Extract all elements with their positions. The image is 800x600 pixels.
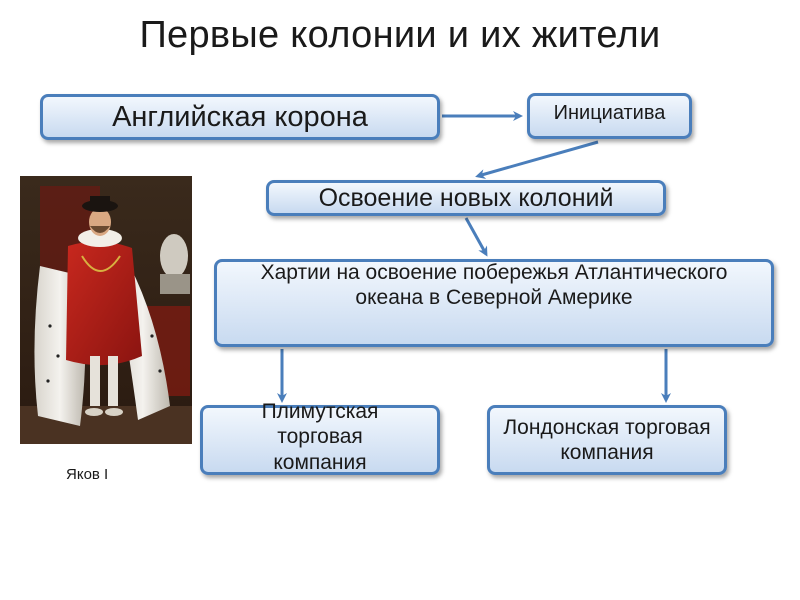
node-london-company: Лондонская торговая компания (487, 405, 727, 475)
portrait-image (20, 176, 192, 444)
node-colony-development-label: Освоение новых колоний (318, 184, 614, 212)
arrow-initiative-to-develop (475, 140, 599, 179)
node-plymouth-company: Плимутская торговая компания (200, 400, 440, 475)
node-london-company-label: Лондонская торговая компания (503, 415, 711, 464)
node-initiative-label: Инициатива (553, 101, 666, 124)
node-english-crown-label: Английская корона (112, 100, 368, 133)
node-charters-label: Хартии на освоение побережья Атлантическ… (260, 261, 728, 310)
node-plymouth-company-label: Плимутская торговая компания (261, 400, 379, 474)
node-initiative: Инициатива (527, 93, 692, 139)
node-charters: Хартии на освоение побережья Атлантическ… (214, 259, 774, 347)
node-english-crown: Английская корона (40, 94, 440, 140)
node-colony-development: Освоение новых колоний (266, 180, 666, 216)
portrait-caption: Яков I (66, 466, 109, 483)
arrow-develop-to-charters (464, 217, 488, 257)
slide-title: Первые колонии и их жители (139, 14, 661, 56)
